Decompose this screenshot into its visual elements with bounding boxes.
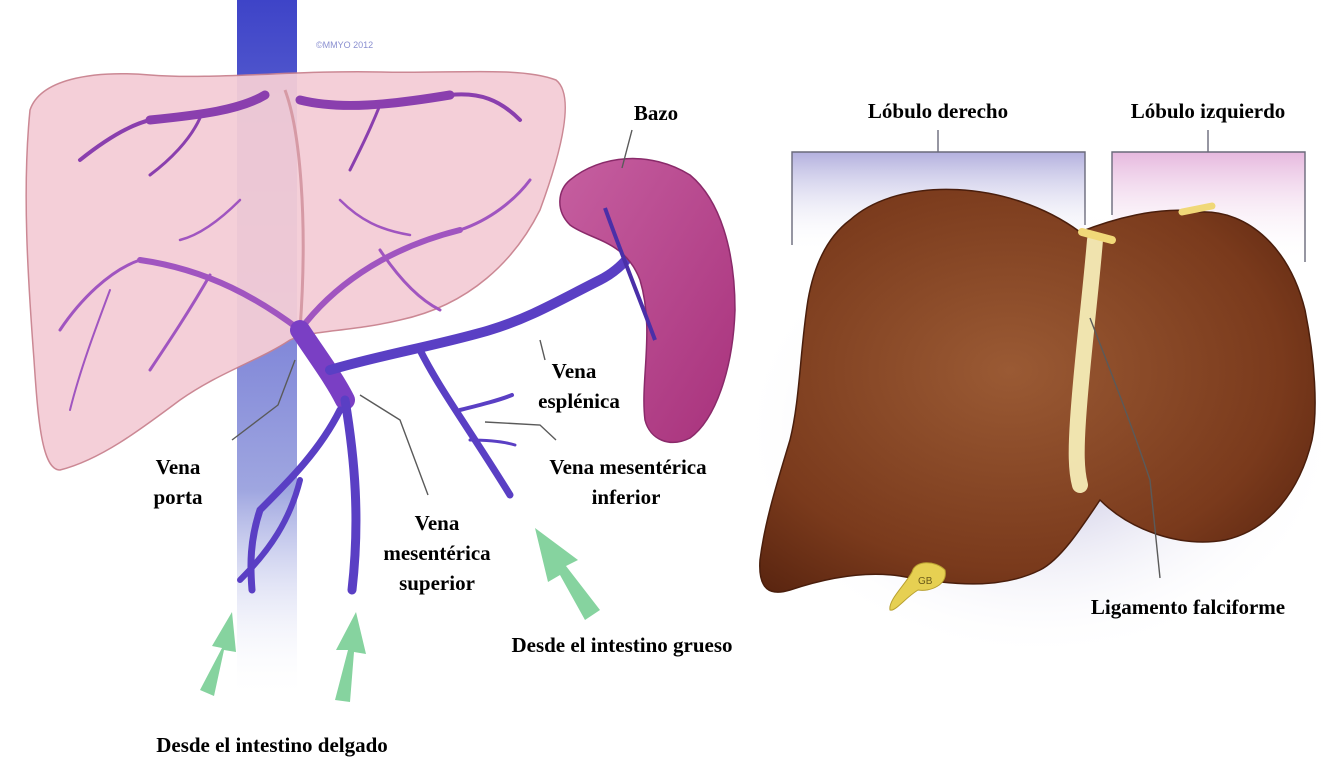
label-superior-mesenteric-line2: mesentérica xyxy=(383,541,491,565)
arrow-small-intestine-left-icon xyxy=(200,612,236,696)
label-left-lobe: Lóbulo izquierdo xyxy=(1131,99,1286,123)
arrow-small-intestine-right-icon xyxy=(335,612,366,702)
label-portal-vein-line2: porta xyxy=(154,485,203,509)
portal-system-illustration: ©MMYO 2012 xyxy=(26,0,735,757)
arrow-large-intestine-icon xyxy=(535,528,600,620)
label-falciform-ligament: Ligamento falciforme xyxy=(1091,595,1285,619)
watermark: ©MMYO 2012 xyxy=(316,40,373,50)
label-superior-mesenteric-line1: Vena xyxy=(415,511,460,535)
label-from-small-intestine: Desde el intestino delgado xyxy=(156,733,388,757)
label-inferior-mesenteric-line1: Vena mesentérica xyxy=(549,455,707,479)
label-splenic-vein-line2: esplénica xyxy=(538,389,620,413)
label-superior-mesenteric-line3: superior xyxy=(399,571,475,595)
label-portal-vein-line1: Vena xyxy=(156,455,201,479)
label-spleen: Bazo xyxy=(634,101,678,125)
label-inferior-mesenteric-line2: inferior xyxy=(592,485,661,509)
label-from-large-intestine: Desde el intestino grueso xyxy=(511,633,732,657)
label-gallbladder: GB xyxy=(918,576,933,587)
liver-photo-illustration: GB Lóbulo derecho Lóbulo izquierdo Ligam… xyxy=(740,99,1336,660)
label-right-lobe: Lóbulo derecho xyxy=(868,99,1008,123)
liver-photo xyxy=(760,189,1315,592)
label-splenic-vein-line1: Vena xyxy=(552,359,597,383)
